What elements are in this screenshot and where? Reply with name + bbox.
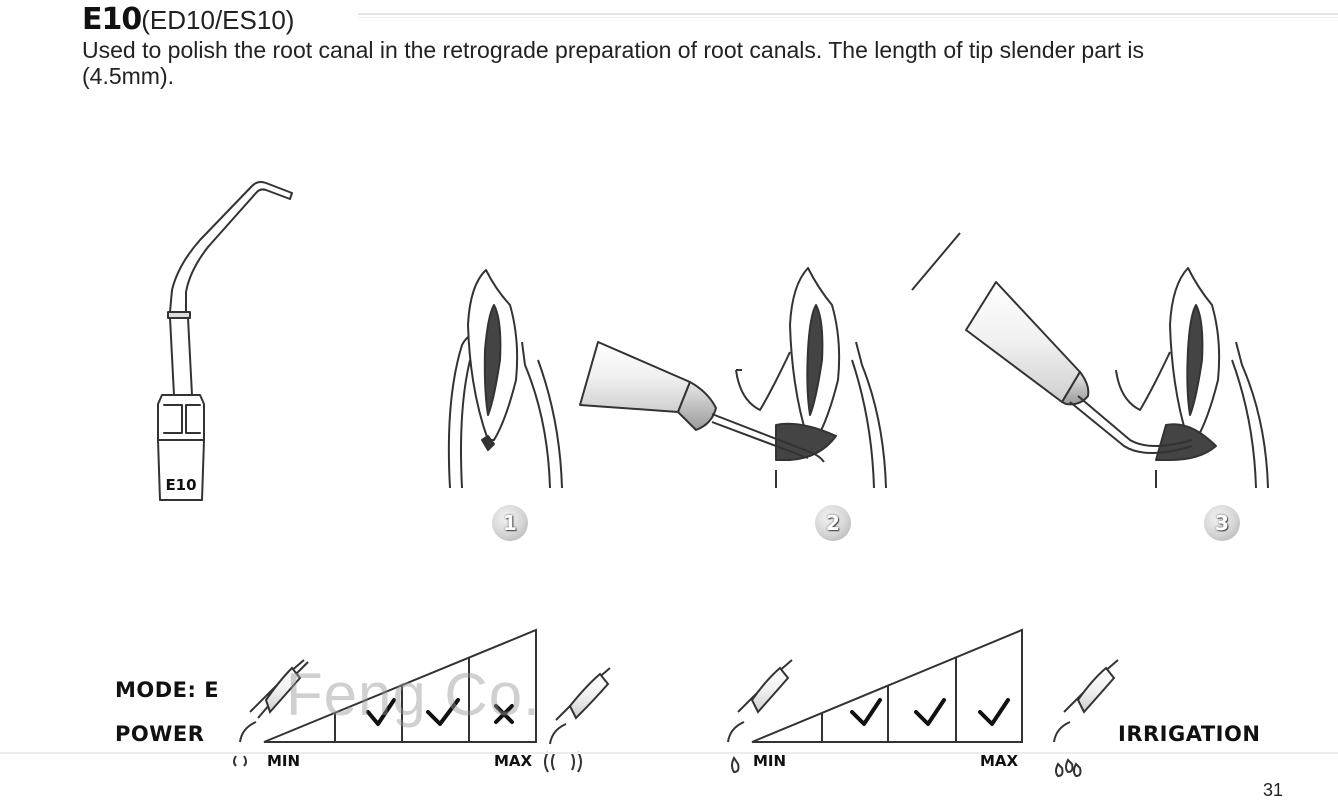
power-label: POWER [115,722,205,746]
irrigation-min-label: MIN [753,752,787,770]
handpiece-3 [911,232,1193,454]
irrigation-handpieces [727,659,1119,778]
step-marker-3: 3 [1204,505,1240,541]
power-min-label: MIN [267,752,301,770]
power-check-2 [426,698,460,726]
power-scale [263,628,537,743]
step-marker-1: 1 [492,505,528,541]
power-cross [494,704,514,724]
tip-engraving: E10 [165,476,196,494]
irrigation-level-marks [850,698,1010,726]
tip-title: E10(ED10/ES10) [82,2,295,37]
tooth-illustration-3 [1115,267,1269,489]
irrigation-check-3 [978,698,1010,726]
irrigation-check-2 [914,698,946,726]
power-max-label: MAX [494,752,533,770]
title-divider [358,13,1338,15]
tooth-illustration-2 [735,267,887,489]
power-handpieces [233,659,611,773]
footer-divider [0,752,1338,754]
tooth-illustration-1 [447,269,563,489]
irrigation-max-label: MAX [980,752,1019,770]
tip-description: Used to polish the root canal in the ret… [82,37,1145,89]
power-level-marks [366,698,514,726]
title-divider-shadow [358,17,1338,18]
handpiece-2 [579,341,825,463]
power-check-1 [366,698,396,726]
e10-tip-drawing [157,181,293,501]
irrigation-label: IRRIGATION [1118,722,1261,746]
irrigation-scale [751,628,1023,743]
irrigation-check-1 [850,698,882,726]
tip-code: E10 [82,2,142,37]
tip-variants: (ED10/ES10) [141,5,295,35]
mode-label: MODE: E [115,678,220,702]
watermark: Feng Co. [286,661,541,728]
page-number: 31 [1263,780,1284,800]
step-marker-2: 2 [815,505,851,541]
